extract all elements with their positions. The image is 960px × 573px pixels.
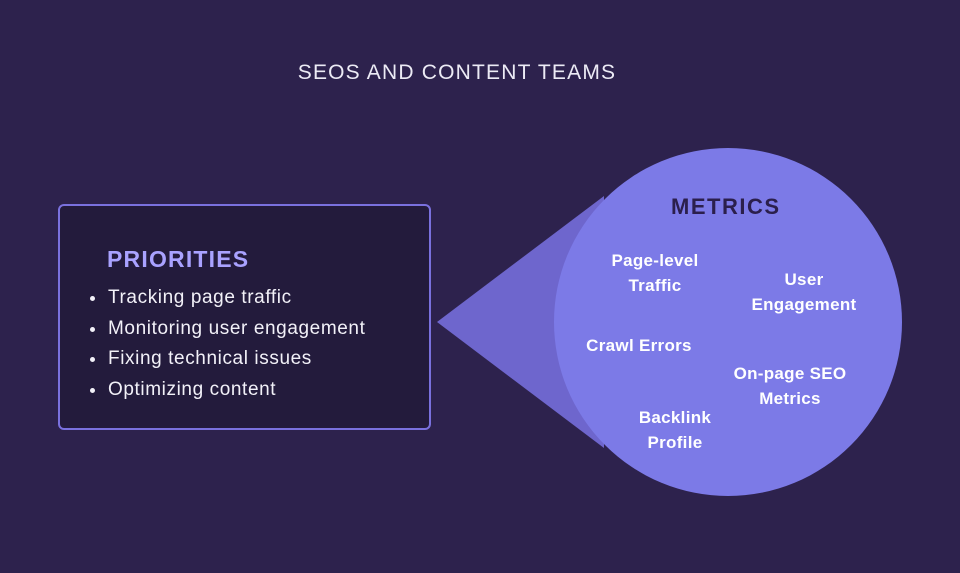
list-item: Tracking page traffic [88,283,365,314]
list-item: Monitoring user engagement [88,314,365,345]
metric-label-line-1: Crawl Errors [586,336,692,355]
metrics-circle [554,148,902,496]
metric-label-line-2: Engagement [751,295,857,314]
bullet-icon [90,387,95,393]
metrics-heading: METRICS [671,194,781,219]
diagram-title: SEOS AND CONTENT TEAMS [297,61,617,84]
connector-cone [437,196,604,448]
list-item-label: Optimizing content [108,378,277,400]
priorities-heading: PRIORITIES [107,246,250,272]
list-item: Optimizing content [88,375,365,406]
priorities-list: Tracking page traffic Monitoring user en… [88,283,365,405]
metric-label-line-2: Profile [647,433,703,452]
bullet-icon [90,357,95,362]
list-item-label: Fixing technical issues [108,348,312,369]
list-item: Fixing technical issues [88,344,365,375]
metric-label-line-1: Page-level [611,251,699,270]
list-item-label: Tracking page traffic [108,287,292,308]
bullet-icon [90,326,95,332]
priorities-box: PRIORITIES Tracking page traffic Monitor… [58,204,431,430]
list-item-label: Monitoring user engagement [108,317,366,339]
bullet-icon [90,296,95,301]
metric-user-engagement: User Engagement [729,267,879,317]
metric-on-page-seo-metrics: On-page SEO Metrics [715,361,865,411]
metric-page-level-traffic: Page-level Traffic [590,248,720,298]
metric-label-line-2: Metrics [759,389,821,408]
metric-label-line-1: User [784,270,824,289]
metric-label-line-2: Traffic [628,276,682,295]
metric-backlink-profile: Backlink Profile [616,405,734,455]
metric-label-line-1: Backlink [638,408,712,427]
metric-crawl-errors: Crawl Errors [572,333,706,358]
metric-label-line-1: On-page SEO [733,364,847,383]
